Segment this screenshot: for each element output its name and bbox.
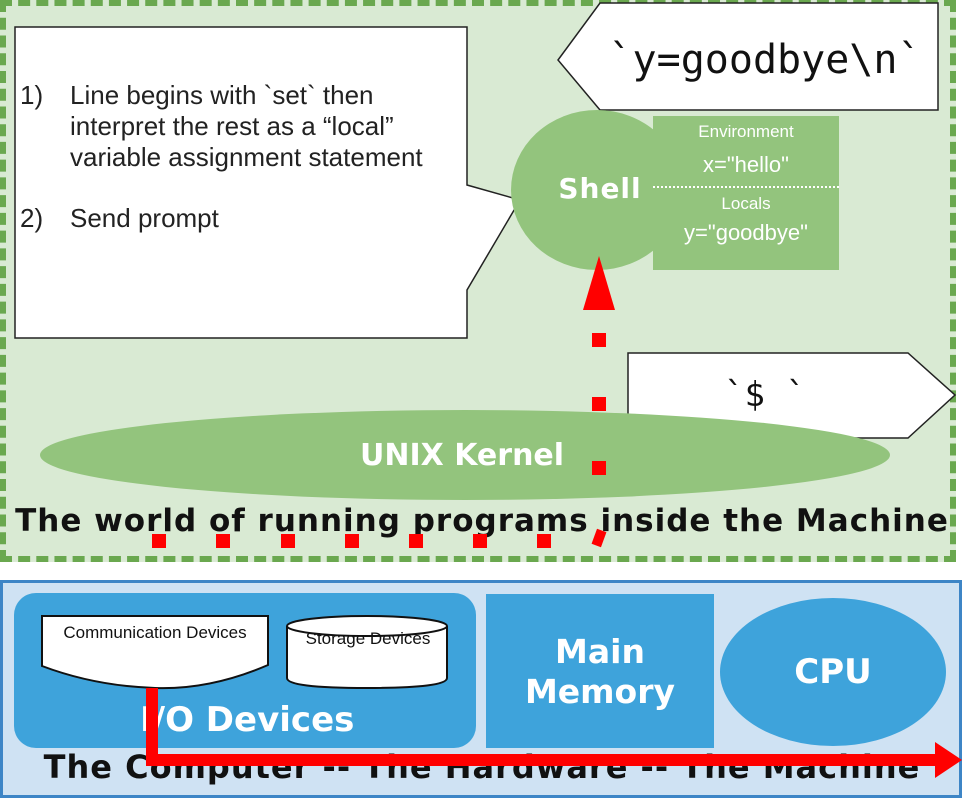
communication-devices-label: Communication Devices xyxy=(63,623,247,642)
explanation-text: 1) Line begins with `set` then interpret… xyxy=(20,80,460,264)
locals-title: Locals xyxy=(721,194,771,213)
shell-label: Shell xyxy=(558,172,642,205)
main-memory-box xyxy=(486,594,714,748)
prompt-text: `$ ` xyxy=(724,375,806,415)
cpu-ellipse xyxy=(720,598,946,746)
step-1-number: 1) xyxy=(20,80,44,110)
unix-kernel-ellipse xyxy=(40,410,890,500)
main-memory-label: Main Memory xyxy=(524,632,676,711)
cpu-label: CPU xyxy=(794,652,872,692)
step-2-number: 2) xyxy=(20,203,44,233)
storage-devices-label: Storage Devices xyxy=(305,629,431,648)
environment-value: x="hello" xyxy=(703,152,789,177)
step-2-text: Send prompt xyxy=(70,203,219,233)
step-1-text: Line begins with `set` then interpret th… xyxy=(70,80,423,172)
step-2: 2) Send prompt xyxy=(20,203,460,234)
running-programs-caption: The world of running programs inside the… xyxy=(15,503,949,539)
unix-kernel-label: UNIX Kernel xyxy=(360,438,565,473)
variables-divider xyxy=(653,186,839,188)
input-line-text: `y=goodbye\n` xyxy=(608,37,922,83)
hardware-caption: The Computer -- The Hardware -- The Mach… xyxy=(43,748,921,786)
io-devices-label: I/O Devices xyxy=(140,700,355,740)
step-1: 1) Line begins with `set` then interpret… xyxy=(20,80,460,173)
environment-title: Environment xyxy=(698,122,794,141)
locals-value: y="goodbye" xyxy=(684,220,808,245)
shell-variables-box: Environment x="hello" Locals y="goodbye" xyxy=(653,116,839,270)
